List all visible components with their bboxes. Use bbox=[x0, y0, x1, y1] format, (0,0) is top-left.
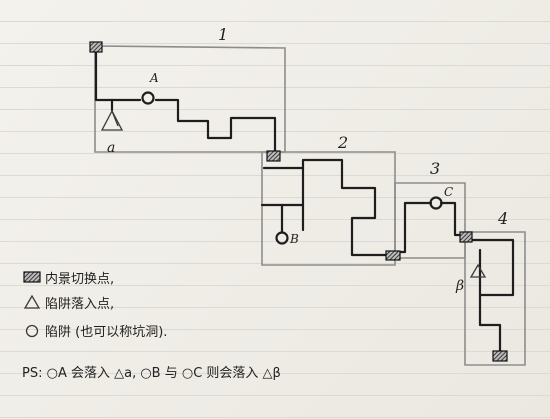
room-outlines bbox=[94, 45, 526, 366]
legend-trap-icon bbox=[25, 324, 39, 338]
room-labels: 1 2 3 4 bbox=[218, 25, 508, 228]
legend-trap: 陷阱 (也可以称坑洞). bbox=[45, 325, 167, 340]
room-2-upper-branch bbox=[262, 158, 392, 257]
landing-a-stroke bbox=[111, 110, 119, 127]
trap-beta-landing-icon bbox=[469, 263, 487, 278]
switch-point-room1-start bbox=[89, 41, 103, 53]
marker-labels: A a B C β bbox=[107, 71, 464, 294]
room-3-paths bbox=[396, 196, 464, 254]
room-1-main-path bbox=[94, 50, 277, 154]
room-1-paths bbox=[94, 50, 277, 154]
room-2-paths bbox=[260, 158, 392, 257]
switch-points bbox=[89, 41, 508, 362]
trap-a-landing-icon bbox=[100, 109, 124, 131]
marker-label-a: a bbox=[107, 140, 115, 156]
switch-point-room3-room4 bbox=[459, 231, 473, 243]
room-label-2: 2 bbox=[337, 133, 348, 152]
switch-point-room1-room2 bbox=[266, 150, 281, 162]
room-4-main-path bbox=[466, 238, 515, 354]
room-2-left-stub bbox=[260, 203, 305, 232]
room-label-4: 4 bbox=[497, 209, 508, 228]
trap-A-hole bbox=[141, 91, 155, 105]
trap-C-hole bbox=[429, 196, 443, 210]
legend: 内景切换点, 陷阱落入点, 陷阱 (也可以称坑洞). PS: ○A 会落入 △a… bbox=[22, 271, 281, 381]
room-3-main-path bbox=[396, 201, 464, 254]
legend-switch-point: 内景切换点, bbox=[45, 271, 114, 287]
marker-label-beta: β bbox=[455, 278, 464, 294]
legend-ps-note: PS: ○A 会落入 △a, ○B 与 ○C 则会落入 △β bbox=[22, 366, 281, 381]
room-4-outline bbox=[464, 231, 526, 366]
room-label-3: 3 bbox=[430, 159, 440, 178]
marker-label-B: B bbox=[289, 232, 299, 246]
legend-trap-landing: 陷阱落入点, bbox=[45, 297, 114, 312]
marker-label-C: C bbox=[444, 185, 453, 199]
room-4-paths bbox=[466, 238, 515, 354]
legend-switch-swatch bbox=[23, 271, 41, 283]
room-2-outline bbox=[261, 151, 396, 266]
trap-B-hole bbox=[275, 231, 289, 245]
switch-point-room2-room3 bbox=[385, 250, 401, 261]
legend-landing-icon bbox=[23, 294, 41, 309]
switch-point-room4-end bbox=[492, 350, 508, 362]
marker-label-A: A bbox=[149, 71, 159, 85]
room-label-1: 1 bbox=[218, 25, 228, 44]
